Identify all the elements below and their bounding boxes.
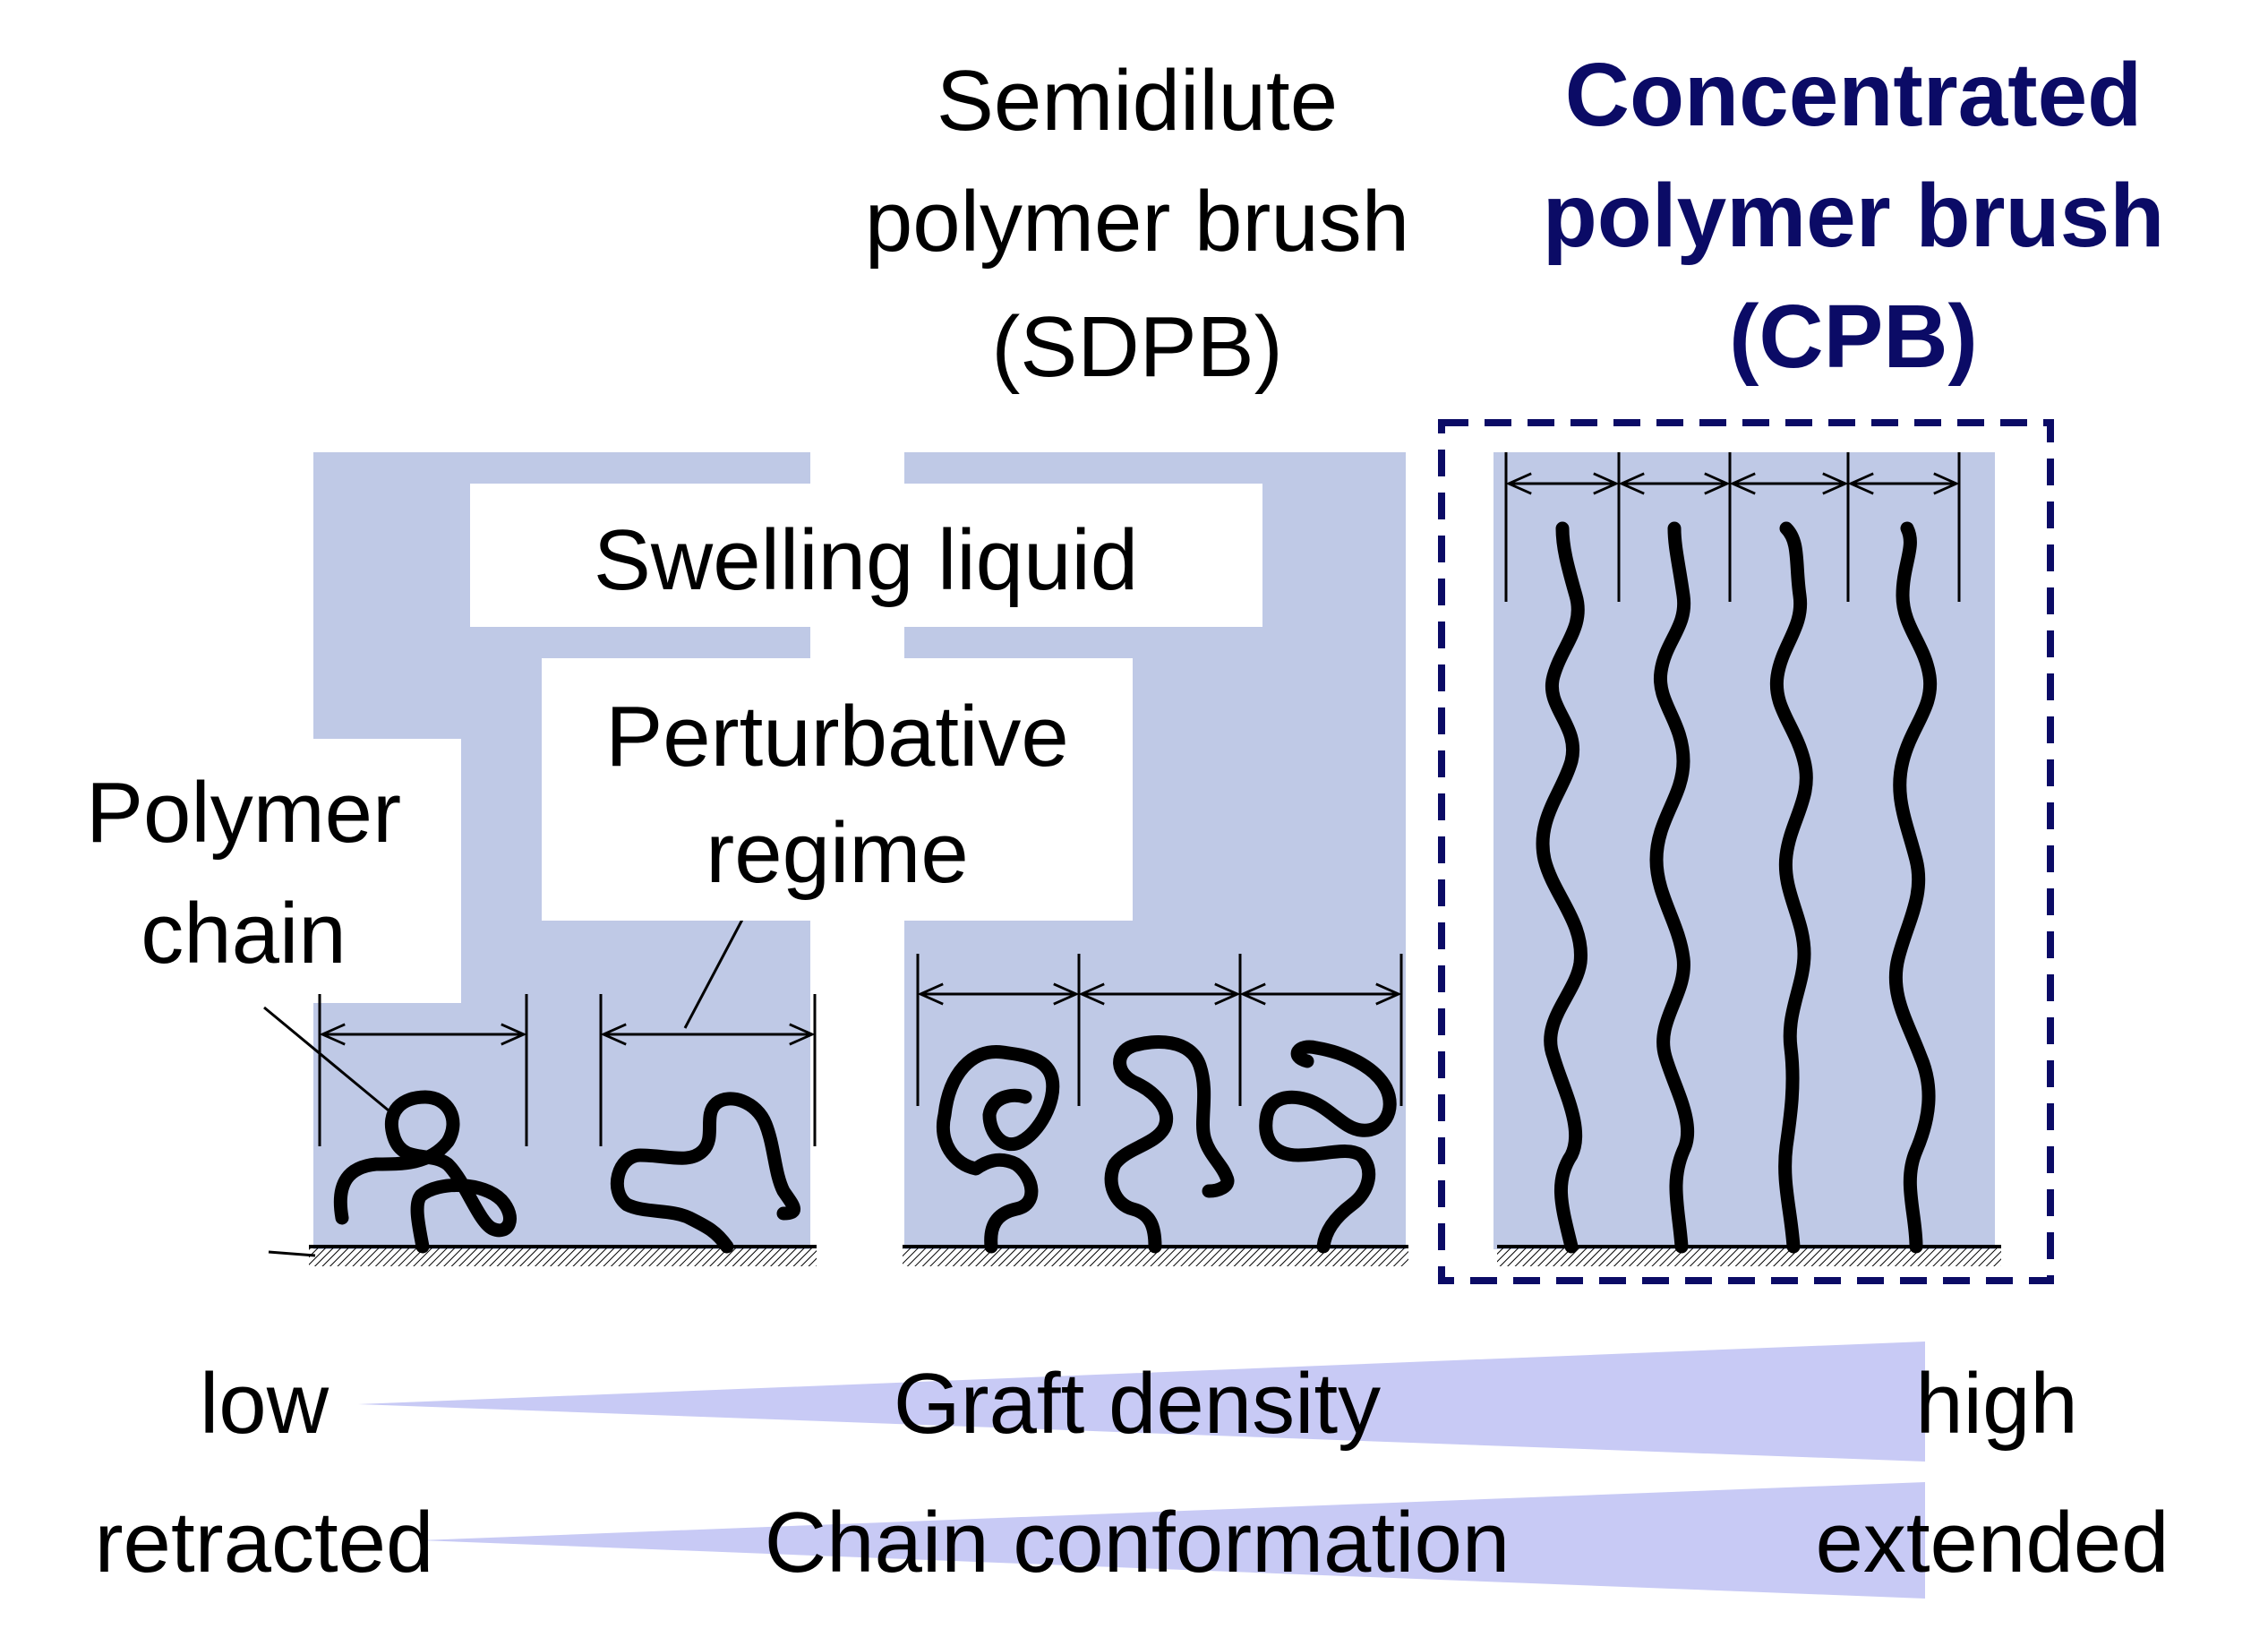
substrate [1497,1247,2001,1266]
perturbative-regime-line-1: Perturbative [605,689,1069,784]
substrate-pointer [268,1250,316,1257]
chain-conformation-title: Chain conformation [765,1495,1510,1590]
chain-conformation-high: extended [1815,1495,2169,1590]
chain-conformation-scale: retracted Chain conformation extended [95,1482,2170,1599]
polymer-chain [333,1090,517,1254]
graft-density-high: high [1915,1356,2078,1452]
swelling-liquid-label: Swelling liquid [470,484,1262,627]
graft-density-scale: low Graft density high [200,1342,2078,1462]
cpb-highlight-box [1438,419,2054,1284]
substrate [309,1247,817,1266]
polymer-chain-line-1: Polymer [86,765,401,861]
cpb-heading-line-3: (CPB) [1729,287,1978,387]
swelling-liquid-text: Swelling liquid [594,512,1138,608]
chain-conformation-low: retracted [95,1495,434,1590]
sdpb-heading: Semidilute polymer brush (SDPB) [865,53,1409,395]
chain-conformation-wedge [421,1482,1925,1599]
sdpb-heading-line-3: (SDPB) [991,299,1282,395]
polymer-chain [937,1045,1060,1254]
polymer-chain [1536,521,1588,1254]
polymer-chain [1888,521,1938,1254]
perturbative-pointer [683,917,745,1029]
polymer-chain-label: Polymer chain [86,765,401,982]
label-cutout [313,739,461,1003]
polymer-chain [1104,1035,1235,1254]
substrate [903,1247,1408,1266]
polymer-chain [610,1092,800,1254]
perturbative-regime-label: Perturbative regime [542,658,1133,921]
sdpb-heading-line-2: polymer brush [865,174,1409,270]
graft-density-wedge [358,1342,1925,1462]
graft-density-low: low [200,1356,330,1452]
concentrated-brush-panel [1438,419,2054,1284]
graft-density-title: Graft density [894,1356,1381,1452]
polymer-chain [1649,521,1695,1254]
perturbative-regime-label-box [542,658,1133,921]
polymer-chain-pointer [263,1006,395,1117]
cpb-heading-line-2: polymer brush [1543,166,2165,266]
polymer-chain-line-2: chain [141,886,347,982]
cpb-heading-line-1: Concentrated [1565,45,2143,145]
sdpb-heading-line-1: Semidilute [937,53,1338,149]
perturbative-regime-line-2: regime [706,805,968,901]
polymer-chain [1769,521,1813,1254]
cpb-heading: Concentrated polymer brush (CPB) [1543,45,2165,387]
swelling-liquid-label-box [470,484,1262,627]
polymer-chain [1259,1040,1397,1254]
